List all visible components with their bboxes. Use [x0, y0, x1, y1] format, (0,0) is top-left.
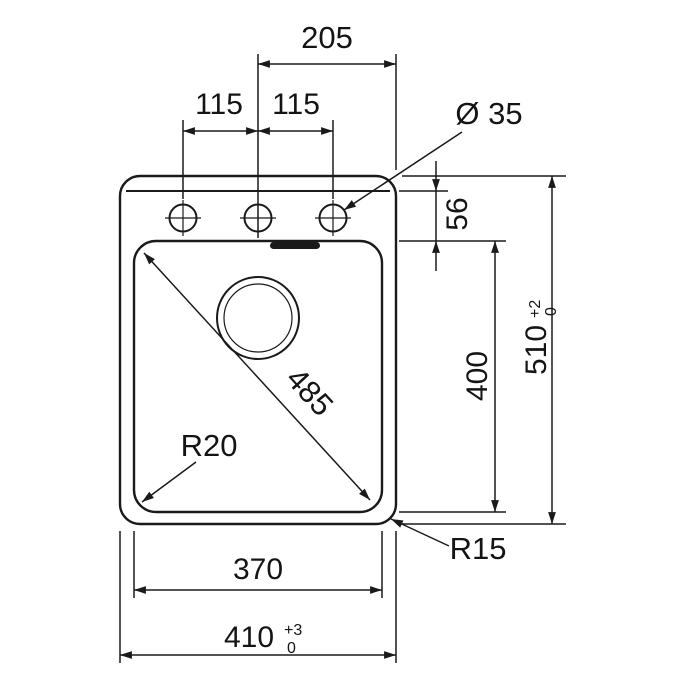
dim-diameter-label: Ø 35 [455, 96, 522, 131]
dimension-r20: R20 [141, 428, 238, 503]
dimension-410: 410 +3 0 [119, 531, 397, 663]
dimension-205: 205 [257, 20, 397, 238]
dimension-hole-diameter: Ø 35 [343, 96, 523, 211]
dim-410-label: 410 [224, 621, 274, 654]
dimension-56: 56 [399, 161, 506, 271]
dim-370-label: 370 [233, 553, 283, 586]
diagonal-dimension-line [143, 252, 371, 501]
dim-410-tolerance-upper: +3 [284, 622, 302, 639]
dim-r15-label: R15 [450, 531, 507, 566]
bowl-outline [132, 239, 384, 514]
dim-510-label: 510 [520, 325, 553, 375]
dim-r20-label: R20 [181, 428, 238, 463]
leader-line [343, 131, 463, 211]
dimension-510: 510 +2 0 [402, 175, 566, 525]
dim-205-label: 205 [301, 20, 353, 55]
faucet-hole-right [315, 200, 351, 236]
dim-115-right-label: 115 [272, 88, 320, 121]
dim-400-label: 400 [461, 351, 494, 401]
dimension-r15: R15 [390, 518, 507, 566]
dim-510-tolerance-lower: 0 [543, 307, 560, 316]
dim-510-label-group: 510 +2 0 [520, 300, 560, 375]
dimension-370: 370 [133, 531, 383, 598]
dimension-115-pair: 115 115 [182, 88, 334, 199]
dim-56-label: 56 [441, 197, 474, 230]
dimension-485: 485 [143, 252, 371, 501]
faucet-hole-left [165, 200, 201, 236]
leader-line [141, 461, 197, 503]
leader-line [390, 518, 450, 547]
dim-485-label: 485 [279, 361, 340, 423]
dimension-400: 400 [399, 241, 506, 513]
dim-410-tolerance-lower: 0 [287, 640, 296, 657]
overflow-slot [270, 242, 320, 249]
drain-inner-circle [223, 283, 293, 353]
dim-115-left-label: 115 [195, 88, 243, 121]
dim-510-tolerance-upper: +2 [527, 300, 544, 318]
